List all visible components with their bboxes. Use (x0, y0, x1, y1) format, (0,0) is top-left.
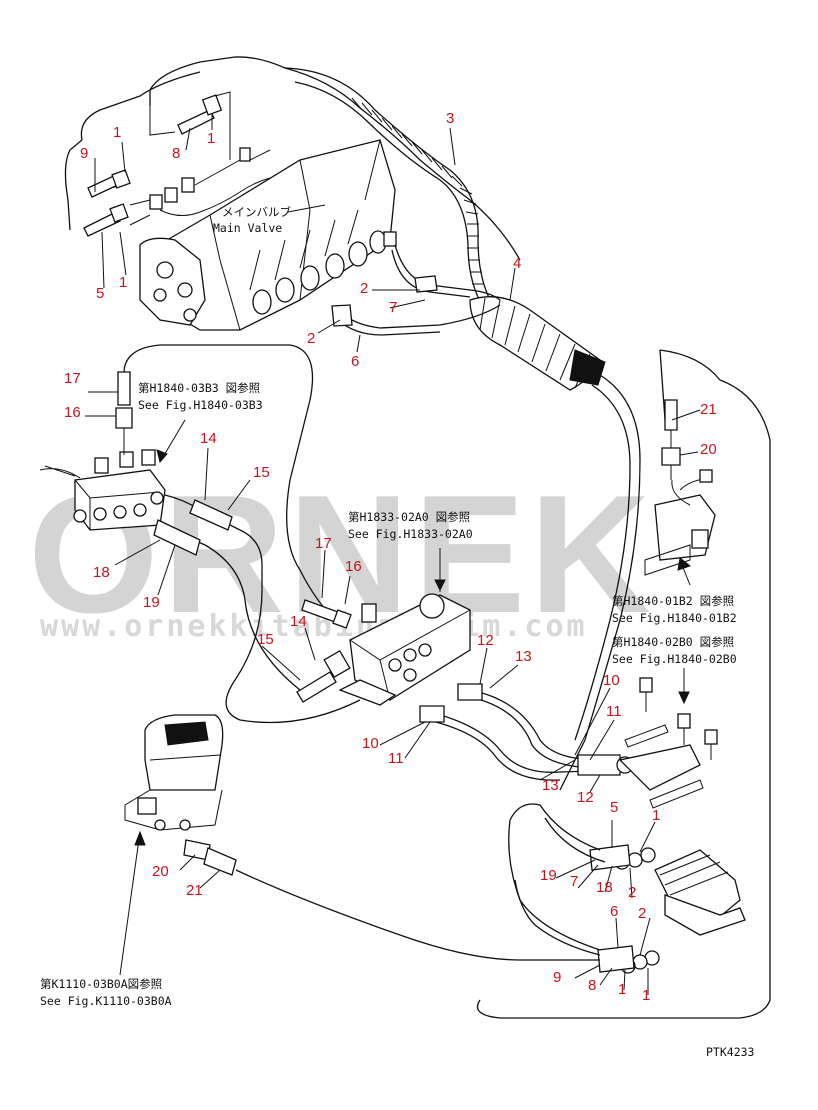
part-label: 16 (64, 404, 81, 421)
main-valve-leader (287, 204, 326, 213)
part-label: 2 (307, 330, 315, 347)
part-label: 1 (207, 130, 215, 147)
part-label: 14 (200, 430, 217, 447)
part-label: 14 (290, 613, 307, 630)
part-label: 7 (389, 299, 397, 316)
harness-outline-inner (80, 71, 201, 141)
part-label: 21 (186, 882, 203, 899)
part-label: 1 (618, 981, 626, 998)
part-label: 17 (315, 535, 332, 552)
part-label: 2 (638, 905, 646, 922)
part-label: 8 (588, 977, 596, 994)
part-label: 2 (360, 280, 368, 297)
ref-h1840-01b2-en: See Fig.H1840-01B2 (612, 611, 737, 625)
spiral-harness (284, 67, 491, 306)
part-label: 9 (80, 145, 88, 162)
part-label: 1 (642, 987, 650, 1004)
right-bracket-bolts (618, 677, 718, 809)
part-label: 19 (143, 594, 160, 611)
part-label: 11 (388, 750, 404, 767)
part-label: 12 (477, 632, 494, 649)
part-label: 2 (628, 884, 636, 901)
part-label: 12 (577, 789, 594, 806)
part-label: 6 (351, 353, 359, 370)
part-label: 17 (64, 370, 81, 387)
part-label: 6 (610, 903, 618, 920)
part-label: 21 (700, 401, 717, 418)
right-pressure-switch (644, 399, 716, 576)
lower-left-pedal-assembly (119, 714, 600, 976)
part-label: 18 (93, 564, 110, 581)
ref-h1840-02b0-en: See Fig.H1840-02B0 (612, 652, 737, 666)
part-label: 1 (119, 274, 127, 291)
center-valve-block (338, 575, 471, 706)
ref-h1840-01b2-jp: 第H1840-01B2 図参照 (612, 594, 734, 608)
part-labels: 1 1 1 9 8 5 3 4 2 7 2 6 17 16 14 15 18 1… (64, 110, 717, 1004)
harness-right-frame (476, 349, 771, 1019)
part-label: 10 (603, 672, 620, 689)
part-label: 1 (652, 807, 660, 824)
ref-h1840-03b3-en: See Fig.H1840-03B3 (138, 398, 263, 412)
part-label: 15 (253, 464, 270, 481)
ref-h1833-02a0-jp: 第H1833-02A0 図参照 (348, 510, 470, 524)
harness-lead-down-2 (574, 384, 631, 741)
valve-hoses (331, 244, 501, 336)
pressure-sensors-top (83, 91, 231, 237)
center-sensors (296, 599, 352, 703)
part-label: 10 (362, 735, 379, 752)
part-label: 16 (345, 558, 362, 575)
main-valve-label-jp: メインバルブ (222, 205, 291, 219)
part-label: 20 (152, 863, 169, 880)
part-label: 9 (553, 969, 561, 986)
part-label: 7 (570, 873, 578, 890)
center-hoses (419, 683, 634, 781)
main-valve-label-en: Main Valve (213, 221, 282, 235)
ppc-hoses (123, 344, 361, 724)
harness-lead-down (559, 374, 641, 791)
ref-h1840-03b3-jp: 第H1840-03B3 図参照 (138, 381, 260, 395)
part-label: 15 (257, 631, 274, 648)
ref-h1840-02b0-jp: 第H1840-02B0 図参照 (612, 635, 734, 649)
part-label: 5 (610, 799, 618, 816)
main-valve (99, 139, 397, 331)
drawing-code: PTK4233 (706, 1045, 755, 1059)
part-label: 13 (542, 777, 559, 794)
part-label: 4 (513, 255, 521, 272)
ref-h1833-02a0-en: See Fig.H1833-02A0 (348, 527, 473, 541)
label-leaders (85, 115, 701, 995)
figure-references: 第H1840-03B3 図参照 See Fig.H1840-03B3 第H183… (40, 381, 737, 1008)
part-label: 13 (515, 648, 532, 665)
part-label: 8 (172, 145, 180, 162)
part-label: 1 (113, 124, 121, 141)
part-label: 19 (540, 867, 557, 884)
part-label: 18 (596, 879, 613, 896)
part-label: 11 (606, 703, 622, 720)
part-label: 20 (700, 441, 717, 458)
ref-k1110-03b0a-en: See Fig.K1110-03B0A (40, 994, 172, 1008)
part-label: 3 (446, 110, 454, 127)
part-label: 5 (96, 285, 104, 302)
harness-right-drop (659, 349, 666, 421)
harness-left-loop (64, 139, 83, 231)
ref-k1110-03b0a-jp: 第K1110-03B0A図参照 (40, 977, 162, 991)
ppc-valve-block (39, 371, 166, 531)
watermark-url: www.ornekkitabinalarim.com (40, 609, 588, 644)
lower-right-manifold (508, 803, 746, 974)
